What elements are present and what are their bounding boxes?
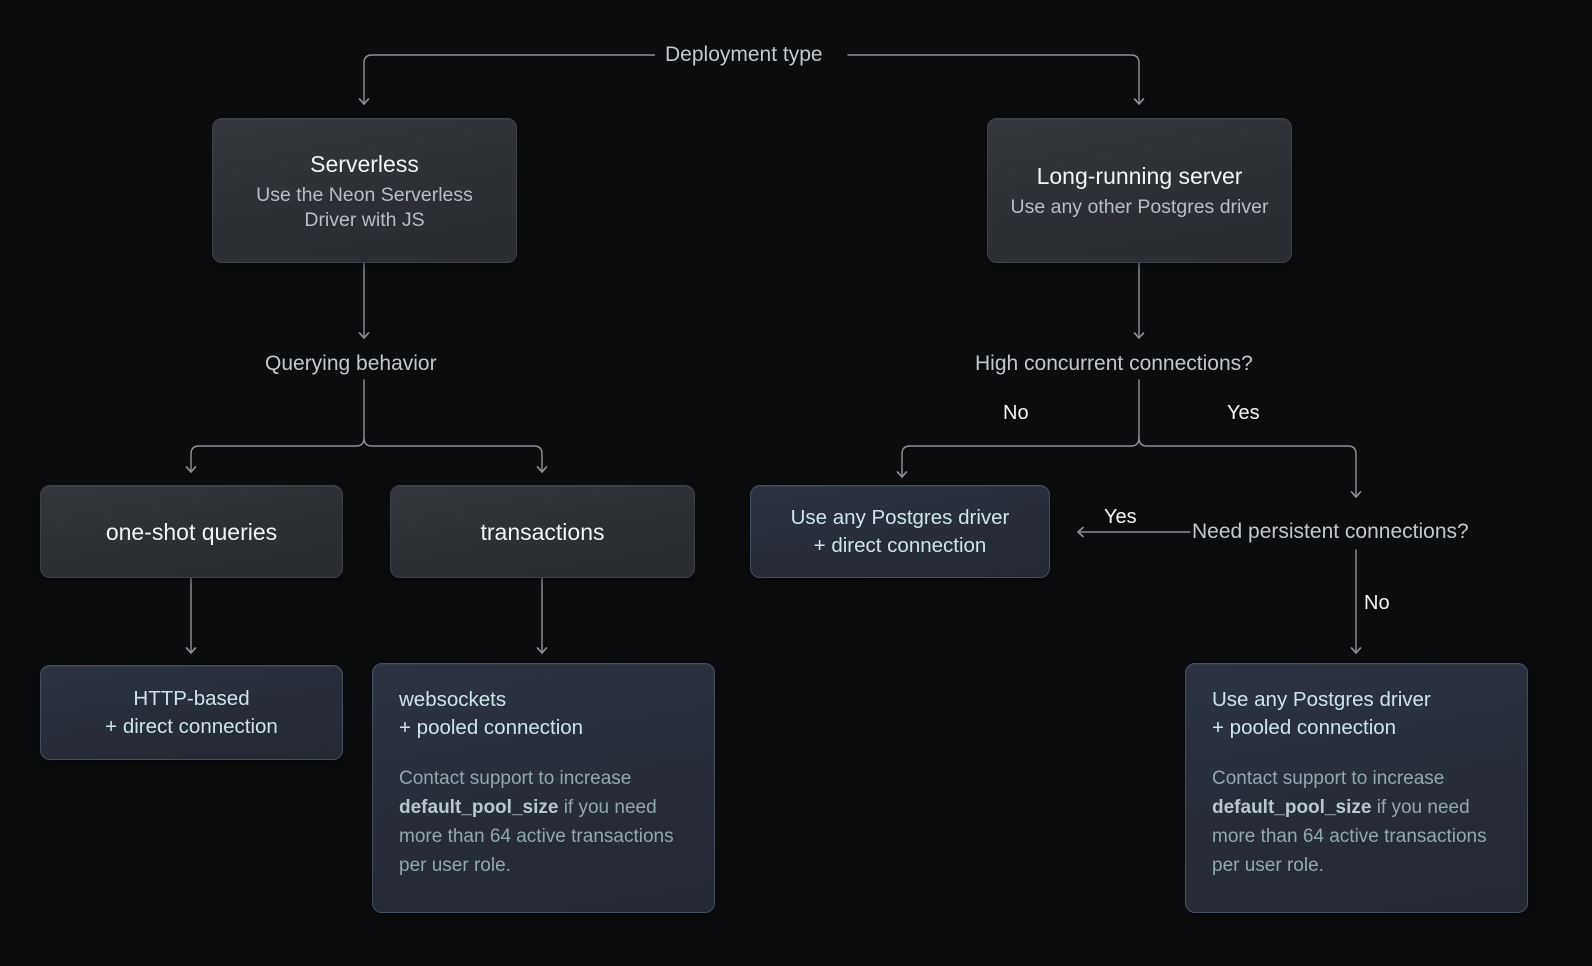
node-driver-direct-line1: Use any Postgres driver xyxy=(790,505,1010,529)
node-websockets-note: Contact support to increase default_pool… xyxy=(399,764,688,880)
node-driver-pooled-note-after: if you need more than 64 active transact… xyxy=(1212,797,1487,876)
node-websockets-pooled-connection[interactable]: websockets + pooled connection Contact s… xyxy=(372,663,715,913)
node-driver-pooled-connection[interactable]: Use any Postgres driver + pooled connect… xyxy=(1185,663,1528,913)
edge-label-persistent-no: No xyxy=(1364,592,1390,614)
decision-querying-behavior: Querying behavior xyxy=(265,352,437,375)
node-transactions[interactable]: transactions xyxy=(390,485,695,578)
decision-high-concurrent-connections: High concurrent connections? xyxy=(975,352,1253,375)
node-websockets-note-before: Contact support to increase xyxy=(399,768,632,789)
node-driver-direct-connection[interactable]: Use any Postgres driver + direct connect… xyxy=(750,485,1050,578)
node-http-based-line1: HTTP-based xyxy=(133,686,250,710)
node-one-shot-queries-label: one-shot queries xyxy=(105,518,278,545)
node-one-shot-queries[interactable]: one-shot queries xyxy=(40,485,343,578)
node-long-running-server-subtitle: Use any other Postgres driver xyxy=(1010,196,1269,218)
node-long-running-server[interactable]: Long-running server Use any other Postgr… xyxy=(987,118,1292,263)
node-websockets-note-code: default_pool_size xyxy=(399,797,559,818)
edge-label-concurrency-yes: Yes xyxy=(1227,402,1260,424)
node-serverless-subtitle: Use the Neon Serverless Driver with JS xyxy=(256,183,473,231)
node-driver-pooled-note: Contact support to increase default_pool… xyxy=(1212,764,1501,880)
decision-need-persistent-connections: Need persistent connections? xyxy=(1192,520,1469,543)
node-long-running-server-title: Long-running server xyxy=(1036,163,1243,189)
node-driver-pooled-line2: + pooled connection xyxy=(1212,716,1397,739)
node-transactions-label: transactions xyxy=(480,518,605,545)
node-driver-direct-line2: + direct connection xyxy=(813,533,987,557)
node-websockets-note-after: if you need more than 64 active transact… xyxy=(399,797,674,876)
node-serverless[interactable]: Serverless Use the Neon Serverless Drive… xyxy=(212,118,517,263)
root-label-deployment-type: Deployment type xyxy=(655,42,833,68)
node-websockets-line1: websockets xyxy=(399,688,507,711)
node-serverless-title: Serverless xyxy=(310,150,419,177)
node-driver-pooled-note-code: default_pool_size xyxy=(1212,797,1372,818)
node-driver-pooled-note-before: Contact support to increase xyxy=(1212,768,1445,789)
node-driver-pooled-line1: Use any Postgres driver xyxy=(1212,688,1431,711)
edge-label-persistent-yes: Yes xyxy=(1104,506,1137,528)
node-http-based-direct-connection[interactable]: HTTP-based + direct connection xyxy=(40,665,343,760)
edge-label-concurrency-no: No xyxy=(1003,402,1029,424)
node-http-based-line2: + direct connection xyxy=(105,714,278,738)
node-websockets-line2: + pooled connection xyxy=(399,716,584,739)
